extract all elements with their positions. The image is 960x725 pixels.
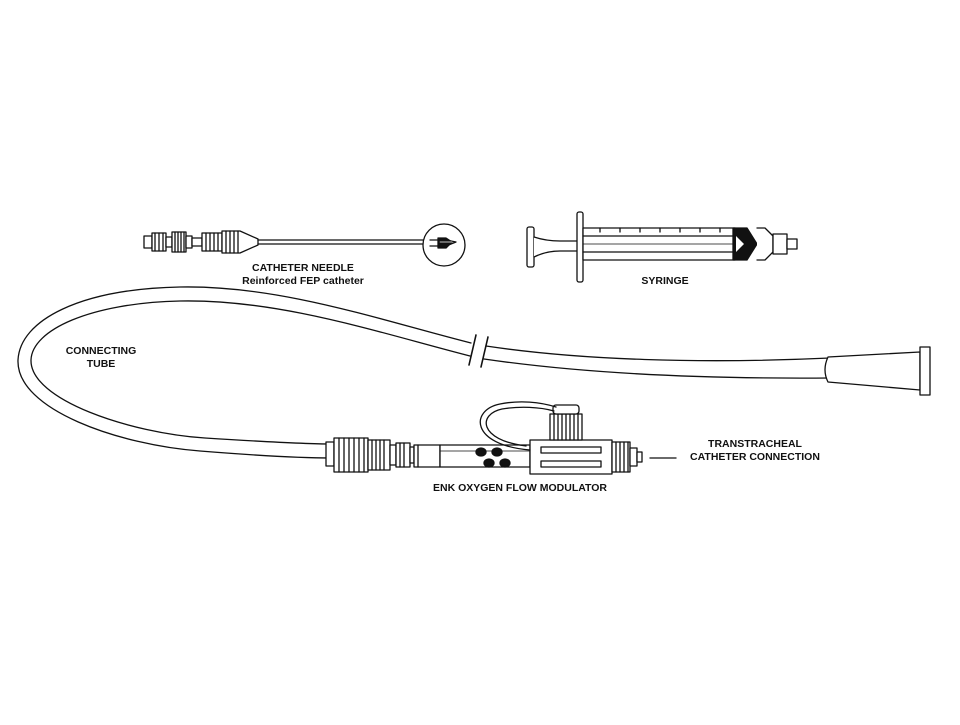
connecting-tube-title: CONNECTING: [65, 345, 137, 357]
transtracheal-label: TRANSTRACHEAL CATHETER CONNECTION: [680, 438, 830, 464]
catheter-needle-subtitle: Reinforced FEP catheter: [242, 275, 364, 287]
connecting-tube-subtitle: TUBE: [86, 358, 116, 370]
transtracheal-subtitle: CATHETER CONNECTION: [690, 451, 820, 463]
catheter-needle: [143, 223, 466, 267]
transtracheal-title: TRANSTRACHEAL: [708, 438, 802, 450]
modulator-title: ENK OXYGEN FLOW MODULATOR: [432, 482, 608, 494]
catheter-needle-label: CATHETER NEEDLE Reinforced FEP catheter: [228, 262, 378, 288]
syringe-label: SYRINGE: [620, 275, 710, 288]
connecting-tube-label: CONNECTING TUBE: [48, 345, 154, 371]
modulator-label: ENK OXYGEN FLOW MODULATOR: [395, 482, 645, 495]
oxygen-flow-modulator: [325, 401, 677, 475]
syringe: [526, 211, 798, 283]
syringe-title: SYRINGE: [641, 275, 689, 287]
catheter-needle-title: CATHETER NEEDLE: [252, 262, 354, 274]
connecting-tube: [17, 286, 931, 459]
